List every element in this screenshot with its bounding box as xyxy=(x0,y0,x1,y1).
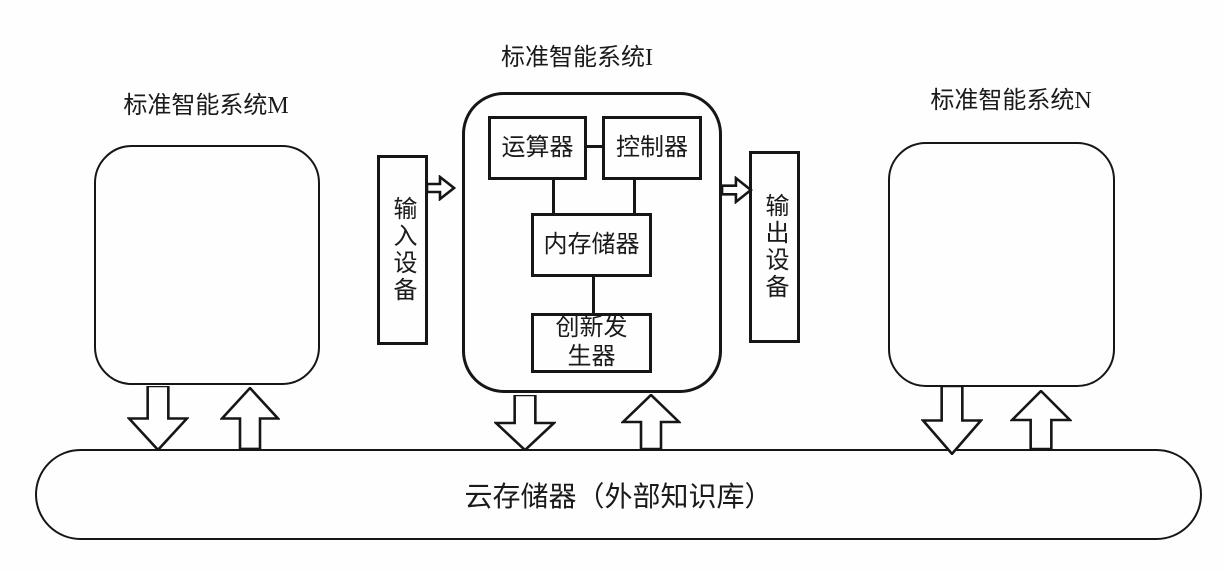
controller-box: 控制器 xyxy=(602,116,702,180)
connector-alu-memory xyxy=(552,179,555,214)
arrow-down-icon xyxy=(921,386,983,455)
cloud-storage-label: 云存储器（外部知识库） xyxy=(464,481,773,513)
innovation-generator-box: 创新发生器 xyxy=(531,313,652,373)
alu-label: 运算器 xyxy=(501,134,574,161)
arrow-up-icon xyxy=(220,387,280,450)
innovation-generator-label: 创新发生器 xyxy=(555,315,628,370)
arrow-right-icon xyxy=(721,176,753,204)
arrow-right-icon xyxy=(426,175,456,201)
controller-label: 控制器 xyxy=(616,134,688,161)
connector-alu-controller xyxy=(587,145,602,148)
output-device-box: 输出设备 xyxy=(749,151,800,343)
arrow-up-icon xyxy=(1010,390,1072,450)
system-i-title: 标准智能系统I xyxy=(501,45,653,71)
system-n-title: 标准智能系统N xyxy=(930,88,1092,114)
arrow-up-icon xyxy=(621,394,681,450)
output-device-label: 输出设备 xyxy=(761,193,787,301)
arrow-down-icon xyxy=(127,386,189,451)
arrow-down-icon xyxy=(494,395,556,451)
alu-box: 运算器 xyxy=(488,116,587,180)
memory-label: 内存储器 xyxy=(543,231,640,258)
system-n-node xyxy=(888,142,1115,387)
memory-box: 内存储器 xyxy=(531,213,652,277)
system-m-node xyxy=(94,145,320,385)
cloud-storage-bar: 云存储器（外部知识库） xyxy=(35,449,1202,540)
system-m-title: 标准智能系统M xyxy=(123,93,289,119)
connector-controller-memory xyxy=(633,179,636,214)
connector-memory-innovation xyxy=(592,276,595,314)
input-device-label: 输入设备 xyxy=(389,196,415,304)
input-device-box: 输入设备 xyxy=(377,155,428,345)
